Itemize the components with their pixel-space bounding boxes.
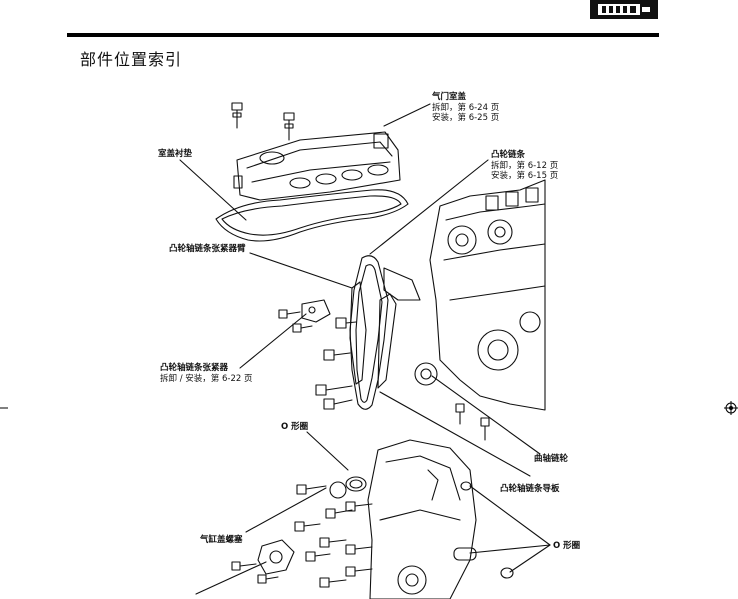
bolt <box>296 484 327 495</box>
bolt <box>231 561 257 571</box>
bolt <box>294 521 321 532</box>
label-cam-chain-install: 安装，第 6-15 页 <box>491 171 559 181</box>
label-tensioner-ref: 拆卸 / 安装，第 6-22 页 <box>160 373 253 384</box>
bolt <box>278 309 301 319</box>
cylinder-head-plug <box>257 539 295 575</box>
label-chain-guide: 凸轮轴链条导板 <box>500 484 560 495</box>
bolt <box>345 501 373 512</box>
bolt <box>480 417 490 441</box>
bolt <box>305 551 331 562</box>
chain-guide <box>377 293 397 389</box>
label-crank-sprocket-title: 曲轴链轮 <box>534 454 569 464</box>
label-tensioner: 凸轮轴链条张紧器 拆卸 / 安装，第 6-22 页 <box>160 363 252 384</box>
o-ring <box>500 567 514 579</box>
bolt <box>323 349 351 361</box>
label-tensioner-title: 凸轮轴链条张紧器 <box>160 363 229 373</box>
label-tensioner-arm: 凸轮轴链条张紧器臂 <box>169 244 246 255</box>
bolt <box>257 574 279 584</box>
label-cam-chain-removal: 拆卸，第 6-12 页 <box>491 160 559 171</box>
bolt <box>455 403 465 425</box>
bolt <box>345 566 373 577</box>
label-valve-cover-install: 安装，第 6-25 页 <box>432 113 500 123</box>
bolt <box>335 317 357 329</box>
header-rule <box>67 33 659 37</box>
crosshair-registration-icon <box>724 401 738 415</box>
bolt <box>292 323 313 333</box>
label-tensioner-arm-title: 凸轮轴链条张紧器臂 <box>169 244 246 254</box>
label-cam-chain-title: 凸轮链条 <box>491 150 526 160</box>
camshaft-sprocket <box>447 225 477 255</box>
valve-cover-bolt <box>231 102 243 129</box>
bolt <box>319 537 347 548</box>
bolt <box>315 384 353 396</box>
label-chain-guide-title: 凸轮轴链条导板 <box>500 484 560 494</box>
valve-cover-bolt <box>283 112 295 141</box>
o-ring <box>453 547 477 561</box>
engine-block <box>429 179 546 411</box>
label-cover-gasket: 室盖衬垫 <box>158 149 192 160</box>
o-ring <box>345 476 367 492</box>
valve-cover-gasket <box>215 189 409 242</box>
label-cover-gasket-title: 室盖衬垫 <box>158 149 193 159</box>
crankshaft-sprocket <box>414 362 438 386</box>
engine-block-tab-icon <box>590 0 658 19</box>
label-valve-cover-title: 气门室盖 <box>432 92 467 102</box>
page-title: 部件位置索引 <box>80 50 183 69</box>
label-cam-chain: 凸轮链条 拆卸，第 6-12 页 安装，第 6-15 页 <box>491 150 558 182</box>
bolt <box>323 398 353 410</box>
label-oring-right: O 形圈 <box>553 541 580 552</box>
cam-chain <box>349 255 389 410</box>
bolt <box>319 577 347 588</box>
label-valve-cover-removal: 拆卸，第 6-24 页 <box>432 102 500 113</box>
label-oring-top: O 形圈 <box>281 422 308 433</box>
valve-cover <box>236 131 401 201</box>
label-oring-top-title: O 形圈 <box>281 422 309 432</box>
label-cylinder-plug: 气缸盖螺塞 <box>200 535 243 546</box>
label-valve-cover: 气门室盖 拆卸，第 6-24 页 安装，第 6-25 页 <box>432 92 499 124</box>
bolt <box>325 508 353 519</box>
o-ring <box>460 481 472 491</box>
label-oring-right-title: O 形圈 <box>553 541 581 551</box>
tensioner-arm <box>349 281 367 385</box>
bolt <box>345 544 373 555</box>
label-crank-sprocket: 曲轴链轮 <box>534 454 568 465</box>
registration-tick-left <box>0 407 8 409</box>
cam-chain-tensioner <box>301 299 331 323</box>
label-cylinder-plug-title: 气缸盖螺塞 <box>200 535 243 545</box>
